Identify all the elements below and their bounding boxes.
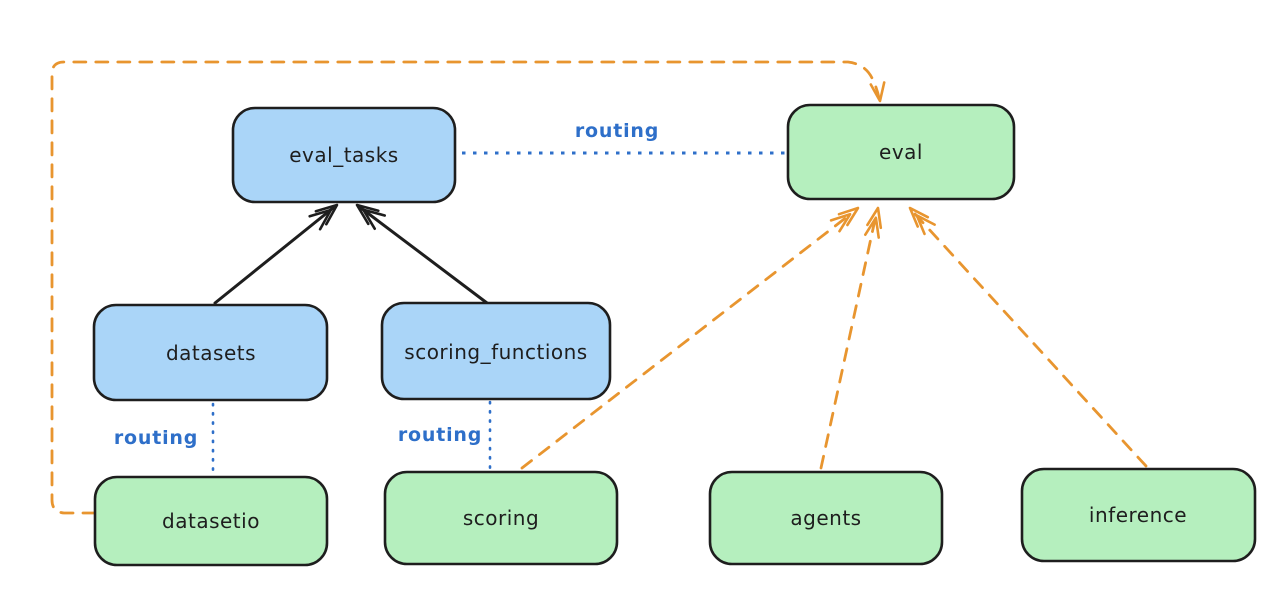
node-eval-label: eval bbox=[879, 140, 923, 164]
arrowhead-scoring-to-eval-sketch bbox=[829, 212, 852, 233]
edge-datasets-to-eval-tasks bbox=[213, 203, 339, 305]
node-scoring-functions-label: scoring_functions bbox=[404, 340, 587, 364]
arrowhead-datasets-to-eval-tasks bbox=[314, 203, 339, 226]
arrowhead-scoring-functions-to-eval-tasks-sketch bbox=[362, 208, 386, 230]
node-datasetio[interactable]: datasetio bbox=[93, 475, 329, 567]
arrowhead-inference-to-eval-sketch bbox=[915, 214, 936, 236]
node-scoring-box[interactable] bbox=[383, 470, 619, 566]
edge-inference-to-eval bbox=[908, 206, 1148, 468]
arrowhead-agents-to-eval-sketch bbox=[864, 216, 880, 239]
node-datasetio-label: datasetio bbox=[162, 509, 260, 533]
node-datasets-box[interactable] bbox=[92, 303, 329, 402]
node-agents-box[interactable] bbox=[708, 470, 944, 566]
node-scoring-functions-box[interactable] bbox=[380, 301, 612, 401]
arrowhead-scoring-functions-to-eval-tasks bbox=[355, 203, 380, 226]
edge-datasetio-to-eval-line bbox=[50, 60, 881, 515]
node-scoring[interactable]: scoring bbox=[383, 470, 619, 566]
node-inference-box[interactable] bbox=[1020, 467, 1257, 563]
node-datasetio-box[interactable] bbox=[93, 475, 329, 567]
edge-scoring-functions-to-scoring: routing bbox=[398, 400, 492, 472]
node-datasets-label: datasets bbox=[166, 341, 256, 365]
edge-datasets-to-datasetio: routing bbox=[114, 402, 215, 476]
node-datasets[interactable]: datasets bbox=[92, 303, 329, 402]
arrowhead-scoring-to-eval bbox=[837, 206, 860, 227]
node-inference-label: inference bbox=[1089, 503, 1187, 527]
edge-scoring-to-eval bbox=[520, 206, 860, 470]
arrowhead-agents-to-eval bbox=[866, 206, 883, 230]
node-inference[interactable]: inference bbox=[1020, 467, 1257, 563]
edge-inference-to-eval-line bbox=[913, 212, 1148, 468]
arrowhead-datasetio-to-eval bbox=[869, 81, 886, 103]
node-agents-label: agents bbox=[790, 506, 861, 530]
node-eval-tasks-box[interactable] bbox=[231, 106, 457, 204]
edge-datasets-to-eval-tasks-line bbox=[213, 206, 335, 305]
arrowhead-datasets-to-eval-tasks-sketch bbox=[308, 208, 333, 231]
node-eval-tasks-label: eval_tasks bbox=[289, 143, 398, 167]
node-scoring-functions[interactable]: scoring_functions bbox=[380, 301, 612, 401]
edge-scoring-functions-to-eval-tasks bbox=[355, 203, 489, 305]
node-agents[interactable]: agents bbox=[708, 470, 944, 566]
node-eval-tasks[interactable]: eval_tasks bbox=[231, 106, 457, 204]
edge-agents-to-eval-line bbox=[819, 213, 878, 470]
node-eval-box[interactable] bbox=[786, 103, 1016, 201]
edge-scoring-functions-to-eval-tasks-line bbox=[359, 206, 489, 305]
node-eval[interactable]: eval bbox=[786, 103, 1016, 201]
edge-eval-tasks-to-eval: routing bbox=[462, 120, 788, 155]
edge-scoring-to-eval-line bbox=[520, 211, 854, 470]
node-scoring-label: scoring bbox=[463, 506, 539, 530]
routing-label-eval-tasks-eval: routing bbox=[575, 120, 659, 142]
edge-datasetio-to-eval bbox=[50, 60, 886, 515]
routing-label-scoring-functions-scoring: routing bbox=[398, 424, 482, 446]
arrowhead-inference-to-eval bbox=[908, 206, 930, 228]
routing-label-datasets-datasetio: routing bbox=[114, 427, 198, 449]
edge-agents-to-eval bbox=[819, 206, 883, 470]
